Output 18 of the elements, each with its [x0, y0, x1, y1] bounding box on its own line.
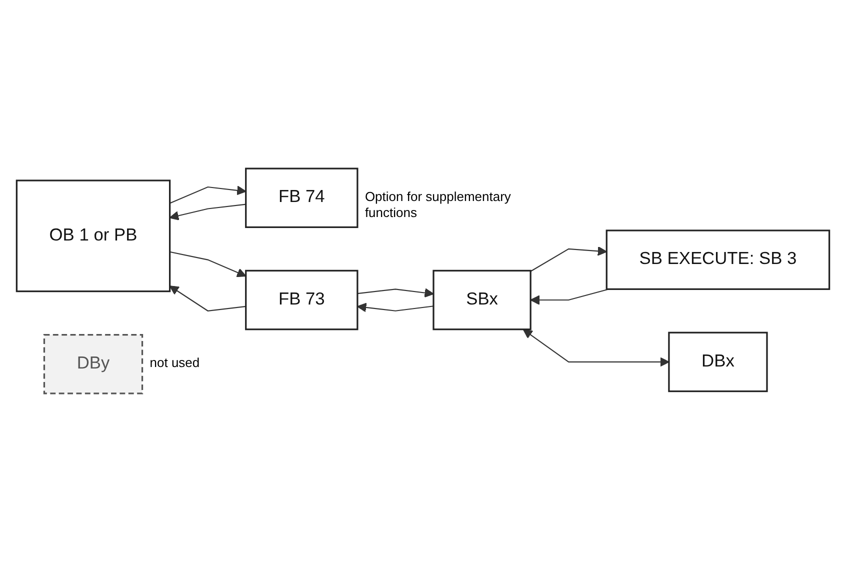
node-box: DBx: [668, 332, 768, 392]
node-box: DBy: [42, 334, 143, 394]
node-box: SBx: [432, 270, 531, 330]
side-note: not used: [150, 355, 200, 372]
arrow: [169, 251, 246, 278]
node-box: FB 73: [244, 270, 358, 330]
node-box: OB 1 or PB: [15, 180, 170, 292]
arrow: [522, 329, 669, 367]
arrow: [356, 288, 434, 298]
arrow: [168, 204, 246, 220]
node-box: SB EXECUTE: SB 3: [605, 230, 830, 290]
node-box: FB 74: [244, 168, 358, 228]
arrow: [530, 288, 609, 305]
arrow: [530, 246, 607, 272]
arrow: [356, 302, 434, 312]
side-note: Option for supplementary functions: [364, 188, 512, 221]
arrow: [168, 286, 246, 312]
arrow: [169, 186, 246, 204]
